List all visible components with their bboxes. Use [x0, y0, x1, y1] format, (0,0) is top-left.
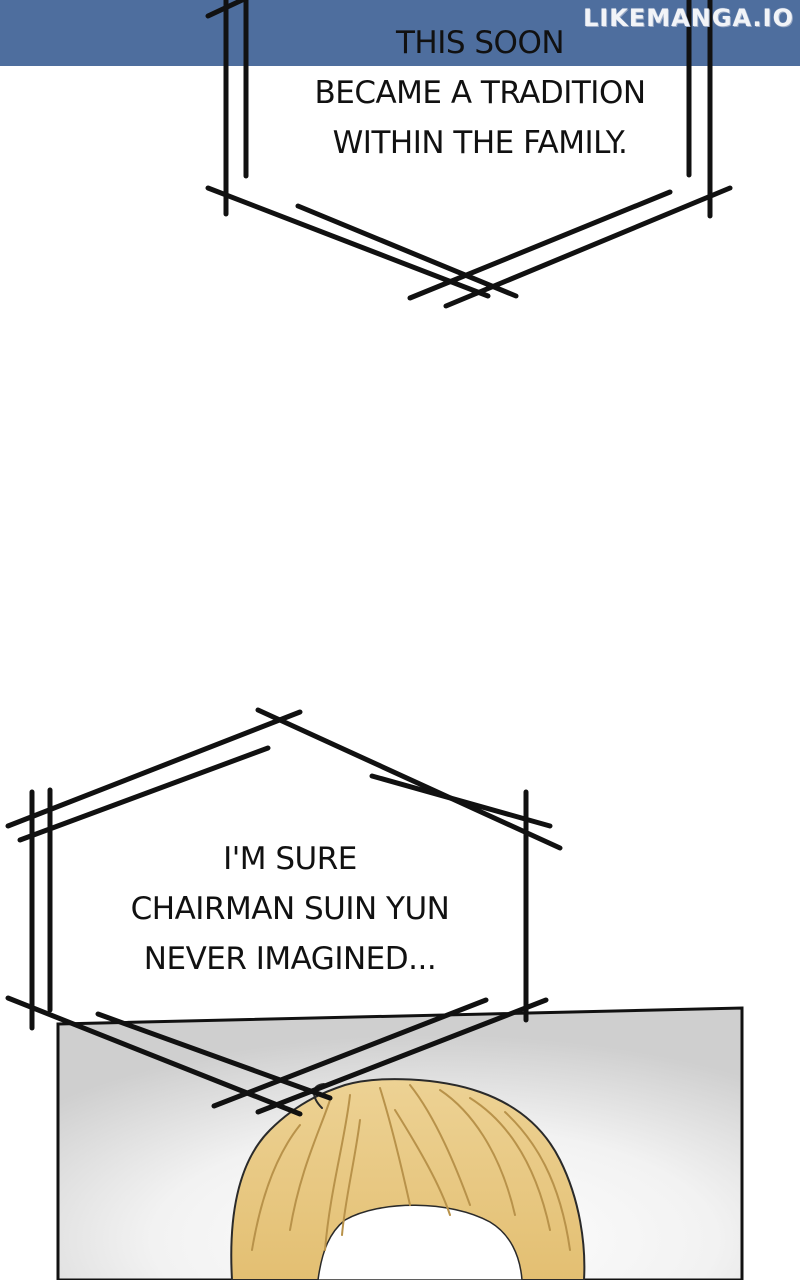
caption-box-2-outline [5, 707, 563, 1117]
site-watermark: LIKEMANGA.IO [583, 4, 794, 32]
caption-2-line-1: I'M SURE [223, 841, 357, 877]
caption-2-line-2: CHAIRMAN SUIN YUN [130, 891, 450, 927]
caption-box-1-outline [205, 0, 733, 309]
character-face [317, 1204, 523, 1280]
top-panel-background [0, 0, 800, 66]
caption-box-1: THIS SOON BECAME A TRADITION WITHIN THE … [260, 18, 700, 168]
caption-1-line-3: WITHIN THE FAMILY. [332, 125, 628, 161]
hair-strands [251, 1084, 571, 1251]
caption-1-line-1: THIS SOON [395, 25, 565, 61]
caption-2-line-3: NEVER IMAGINED... [143, 941, 437, 977]
caption-box-2: I'M SURE CHAIRMAN SUIN YUN NEVER IMAGINE… [60, 834, 520, 984]
caption-1-line-2: BECAME A TRADITION [314, 75, 646, 111]
